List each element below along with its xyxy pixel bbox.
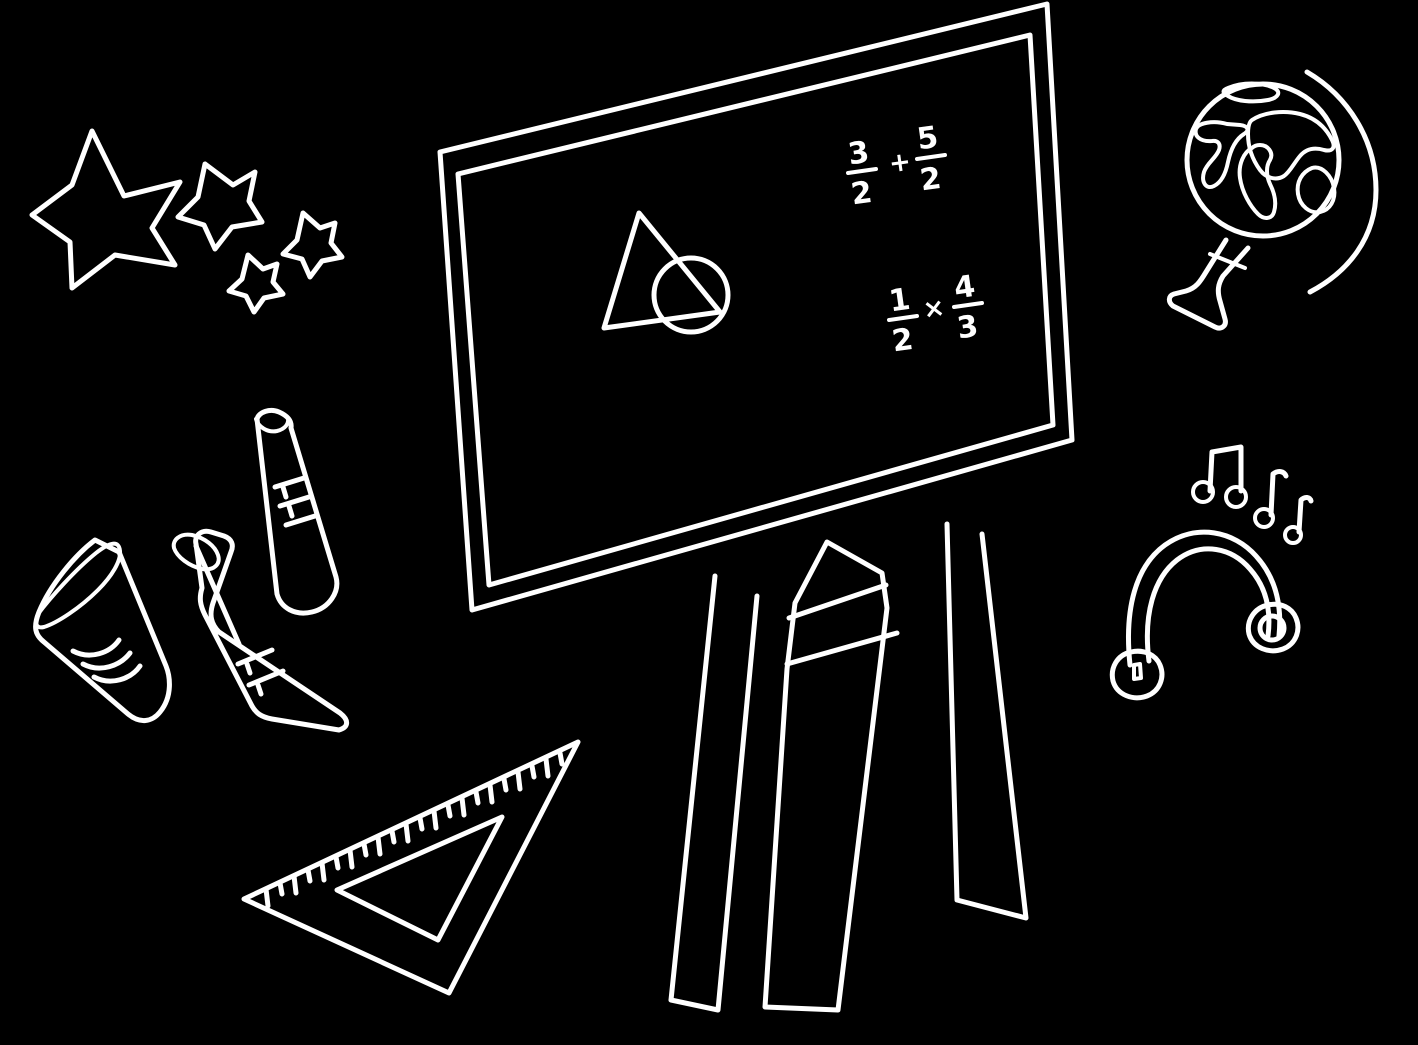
eq2-left-fraction-bar bbox=[887, 314, 919, 322]
eq1-right-denominator: 2 bbox=[918, 161, 944, 199]
chalk-equation-addition: 3 2 + 5 2 bbox=[846, 120, 947, 213]
eq2-left-denominator: 2 bbox=[890, 322, 916, 360]
easel-leg-left bbox=[668, 573, 760, 1013]
music-note-head-1 bbox=[1191, 480, 1215, 504]
eq2-right-numerator: 4 bbox=[952, 269, 978, 307]
music-note-head-2 bbox=[1224, 485, 1248, 509]
eq1-right-numerator: 5 bbox=[915, 120, 941, 158]
headphone-earcup-right-outer bbox=[1245, 601, 1301, 654]
set-square-icon bbox=[241, 739, 581, 996]
easel-leg-middle bbox=[762, 539, 890, 1013]
music-note-head-4 bbox=[1283, 525, 1303, 545]
music-note-stem-4 bbox=[1296, 495, 1314, 535]
headphone-band-inner bbox=[1144, 546, 1272, 664]
eq2-right-denominator: 3 bbox=[955, 309, 981, 347]
blackboard-inner-frame bbox=[455, 32, 1056, 588]
star-large-icon bbox=[29, 128, 183, 291]
star-tiny-icon bbox=[226, 252, 286, 315]
headphone-earcup-left bbox=[1109, 648, 1165, 701]
ruler-ticks bbox=[263, 750, 565, 909]
eq1-operator: + bbox=[887, 147, 913, 180]
globe-icon bbox=[1166, 69, 1379, 331]
eq2-right-fraction-bar bbox=[952, 301, 984, 309]
beaker-icon bbox=[33, 537, 172, 723]
easel-crossbar bbox=[786, 582, 889, 621]
eq2-operator: × bbox=[921, 293, 947, 326]
headphones-icon bbox=[1109, 529, 1301, 701]
music-note-beam bbox=[1207, 444, 1244, 494]
headphone-band-outer bbox=[1125, 529, 1283, 668]
eq1-right-fraction-bar bbox=[915, 153, 947, 161]
star-small-icon bbox=[280, 210, 345, 280]
music-notes-group bbox=[1191, 444, 1314, 545]
eq1-left-numerator: 3 bbox=[846, 135, 872, 173]
music-note-stem-3 bbox=[1268, 469, 1289, 518]
eq1-left-denominator: 2 bbox=[849, 175, 875, 213]
eq1-left-fraction-bar bbox=[846, 167, 878, 175]
stars-group bbox=[29, 128, 345, 315]
easel-crossbar-lower bbox=[784, 630, 900, 667]
easel-legs bbox=[668, 521, 1029, 1013]
eq2-left-numerator: 1 bbox=[887, 282, 913, 320]
globe-continents bbox=[1193, 81, 1337, 220]
chalk-shapes bbox=[601, 210, 731, 335]
music-note-head-3 bbox=[1253, 507, 1275, 529]
headphone-earcup-right-inner bbox=[1257, 613, 1287, 643]
flask-icon bbox=[171, 528, 350, 733]
chalk-equation-multiplication: 1 2 × 4 3 bbox=[887, 269, 984, 360]
globe-stand-post bbox=[1166, 237, 1251, 331]
easel-leg-right bbox=[944, 521, 1029, 921]
star-medium-icon bbox=[175, 161, 265, 252]
globe-mount-ring bbox=[1208, 252, 1247, 270]
blackboard-outer-frame bbox=[437, 1, 1075, 613]
blackboard: 3 2 + 5 2 1 2 × 4 3 bbox=[437, 1, 1075, 1013]
globe-meridian-arc bbox=[1304, 69, 1379, 295]
chalk-circle-shape bbox=[651, 255, 731, 335]
headphone-earcup-left-detail bbox=[1132, 662, 1143, 681]
test-tube-icon bbox=[254, 407, 340, 616]
